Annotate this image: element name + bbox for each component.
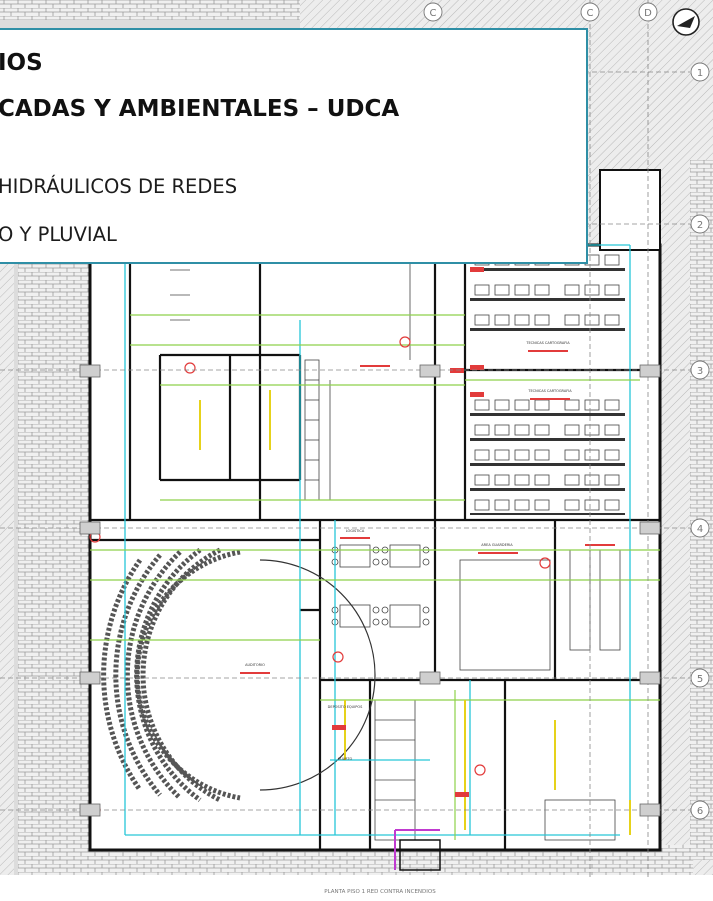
- room-label-tecnicas-1: TECNICAS CARTOGRAFIA: [525, 341, 570, 345]
- title-line-4: O Y PLUVIAL: [0, 223, 117, 246]
- grid-label-row-4: 4: [697, 524, 703, 535]
- grid-label-col-d: D: [644, 8, 652, 19]
- sheet-caption: PLANTA PISO 1 RED CONTRA INCENDIOS: [324, 889, 436, 895]
- title-line-1: IOS: [0, 50, 43, 76]
- grid-label-col-c2: C: [587, 8, 594, 19]
- room-label-tecnicas-2: TECNICAS CARTOGRAFIA: [527, 389, 572, 393]
- grid-label-row-2: 2: [697, 220, 703, 231]
- room-label-guarderia: AREA GUARDERIA: [481, 543, 513, 547]
- title-line-3: HIDRÁULICOS DE REDES: [0, 175, 238, 198]
- grid-label-row-5: 5: [697, 674, 703, 685]
- room-label-deposito: DEPOSITO EQUIPOS: [328, 705, 363, 709]
- title-block: IOS CADAS Y AMBIENTALES – UDCA HIDRÁULIC…: [0, 28, 588, 264]
- grid-label-col-c1: C: [430, 8, 437, 19]
- room-label-auditorio: AUDITORIO: [245, 663, 265, 667]
- grid-label-row-1: 1: [697, 68, 703, 79]
- grid-label-row-6: 6: [697, 806, 703, 817]
- grid-label-row-3: 3: [697, 366, 703, 377]
- title-line-2: CADAS Y AMBIENTALES – UDCA: [0, 96, 400, 122]
- room-label-cuarto: CUARTO: [338, 757, 353, 761]
- room-label-logistica: LOGISTICA: [346, 529, 365, 533]
- north-arrow-icon: [672, 8, 700, 36]
